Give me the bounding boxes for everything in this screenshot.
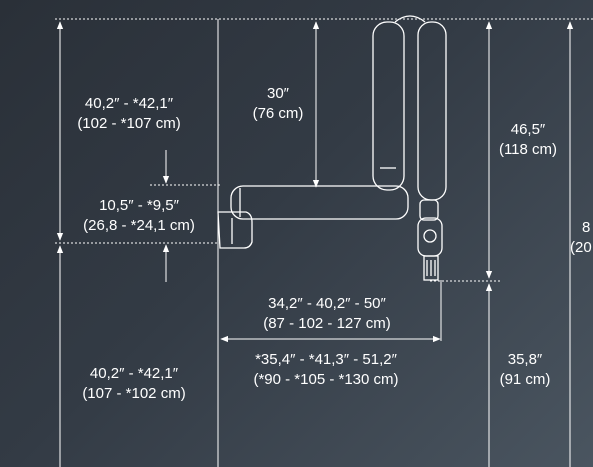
reach-std-line1: 34,2″ - 40,2″ - 50″ bbox=[268, 295, 386, 312]
total-height-line2: (20 bbox=[570, 239, 592, 256]
xray-arm-device bbox=[217, 15, 447, 281]
reach-alt-line2: (*90 - *105 - *130 cm) bbox=[253, 371, 399, 388]
head-span-line1: 46,5″ bbox=[510, 121, 546, 138]
wall-lower-line2: (107 - *102 cm) bbox=[82, 385, 186, 402]
total-height-line1: 8 bbox=[582, 219, 591, 236]
floor-to-head-line2: (91 cm) bbox=[499, 371, 551, 388]
wall-lower-line1: 40,2″ - *42,1″ bbox=[89, 365, 179, 382]
arm-drop-label: 30″ (76 cm) bbox=[238, 84, 318, 124]
reach-alt-line1: *35,4″ - *41,3″ - 51,2″ bbox=[255, 351, 397, 368]
wall-upper-line2: (102 - *107 cm) bbox=[77, 115, 181, 132]
reach-std-line2: (87 - 102 - 127 cm) bbox=[263, 315, 391, 332]
floor-to-head-line1: 35,8″ bbox=[507, 351, 543, 368]
wall-upper-label: 40,2″ - *42,1″ (102 - *107 cm) bbox=[64, 94, 194, 134]
floor-to-head-label: 35,8″ (91 cm) bbox=[490, 350, 560, 390]
head-span-label: 46,5″ (118 cm) bbox=[491, 120, 565, 160]
head-span-line2: (118 cm) bbox=[498, 141, 558, 158]
total-height-label: 8 (20 bbox=[570, 218, 592, 258]
bracket-label: 10,5″ - *9,5″ (26,8 - *24,1 cm) bbox=[66, 196, 212, 236]
arm-drop-line2: (76 cm) bbox=[252, 105, 304, 122]
arm-drop-line1: 30″ bbox=[267, 85, 289, 102]
bracket-line1: 10,5″ - *9,5″ bbox=[99, 197, 179, 214]
reach-std-label: 34,2″ - 40,2″ - 50″ (87 - 102 - 127 cm) bbox=[232, 294, 422, 334]
wall-upper-line1: 40,2″ - *42,1″ bbox=[84, 95, 174, 112]
wall-lower-label: 40,2″ - *42,1″ (107 - *102 cm) bbox=[64, 364, 204, 404]
bracket-line2: (26,8 - *24,1 cm) bbox=[83, 217, 195, 234]
reach-alt-label: *35,4″ - *41,3″ - 51,2″ (*90 - *105 - *1… bbox=[226, 350, 426, 390]
